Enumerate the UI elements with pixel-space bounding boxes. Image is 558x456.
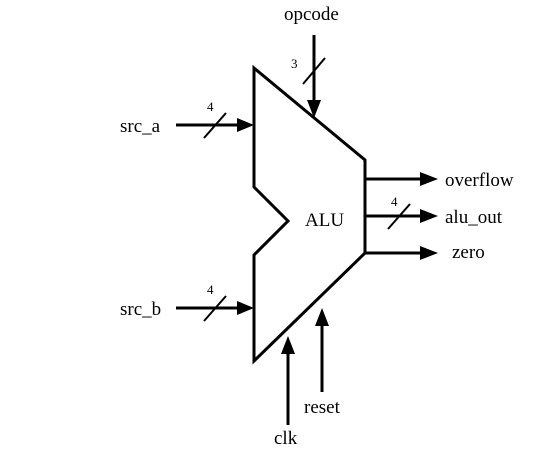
reset-input: reset [304, 308, 341, 418]
alu-out-label: alu_out [445, 207, 503, 228]
overflow-label: overflow [445, 170, 514, 191]
zero-output: zero [365, 242, 485, 263]
src-b-label: src_b [120, 299, 161, 320]
opcode-bus-width: 3 [291, 56, 298, 71]
overflow-output: overflow [365, 170, 514, 191]
zero-label: zero [452, 242, 485, 263]
src-a-bus-width: 4 [207, 99, 214, 114]
src-a-label: src_a [120, 116, 161, 137]
src-b-bus-width: 4 [207, 282, 214, 297]
clk-input: clk [274, 336, 298, 449]
alu-out-bus-width: 4 [391, 194, 398, 209]
alu-label: ALU [305, 210, 344, 231]
reset-label: reset [304, 397, 341, 418]
alu-out-output: 4 alu_out [365, 194, 503, 230]
opcode-label: opcode [284, 4, 339, 25]
src-a-input: 4 src_a [120, 99, 254, 139]
clk-label: clk [274, 428, 298, 449]
opcode-input: 3 opcode [284, 4, 339, 118]
src-b-input: 4 src_b [120, 282, 254, 322]
